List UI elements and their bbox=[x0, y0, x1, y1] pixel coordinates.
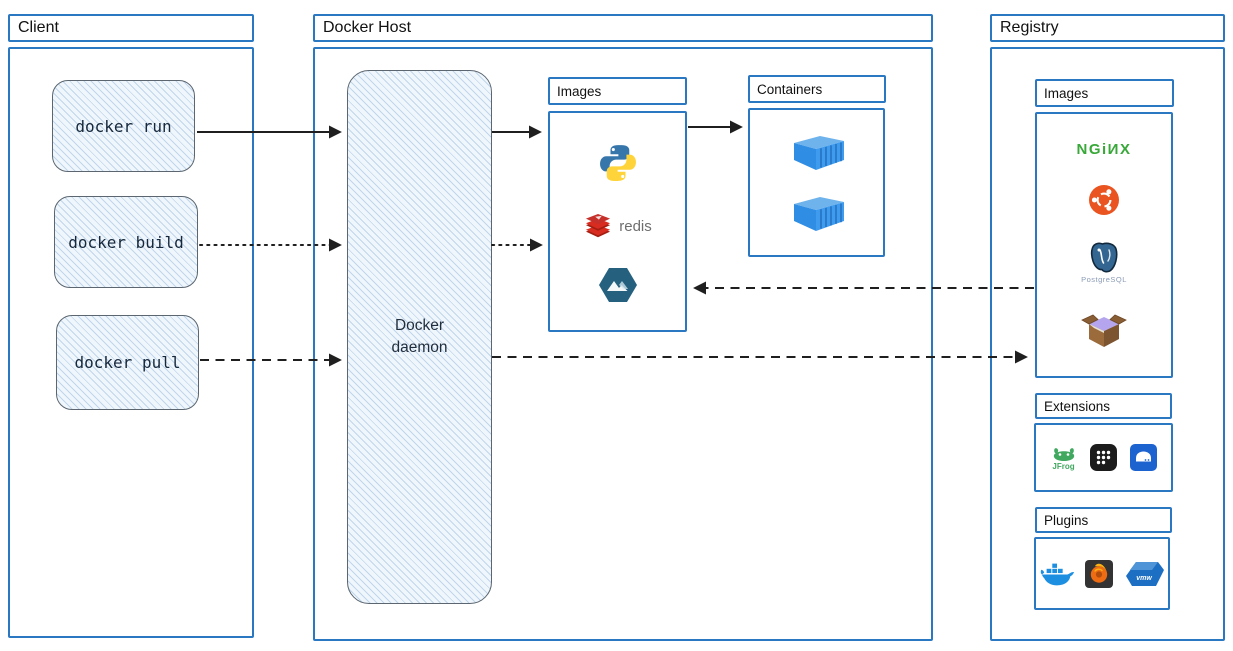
containers-title-label: Containers bbox=[757, 81, 823, 97]
registry-images-panel-title: Images bbox=[1035, 79, 1174, 107]
ubuntu-icon bbox=[1089, 184, 1119, 215]
busybox-icon bbox=[1081, 311, 1127, 349]
plugins-panel: vmw bbox=[1034, 537, 1170, 610]
host-images-panel: redis bbox=[548, 111, 687, 332]
registry-section-title: Registry bbox=[990, 14, 1225, 42]
plugins-title-label: Plugins bbox=[1044, 512, 1089, 528]
docker-daemon-label: Docker daemon bbox=[391, 317, 448, 356]
redis-row: redis bbox=[583, 213, 652, 240]
postgresql-icon bbox=[1087, 241, 1121, 275]
docker-run-label: docker run bbox=[75, 116, 172, 136]
redis-icon bbox=[583, 213, 613, 240]
redis-label: redis bbox=[619, 218, 652, 235]
container-icon bbox=[786, 193, 848, 233]
containers-panel bbox=[748, 108, 885, 257]
docker-build-label: docker build bbox=[68, 232, 184, 252]
client-title-label: Client bbox=[18, 19, 59, 36]
jfrog-icon bbox=[1051, 445, 1077, 463]
registry-title-label: Registry bbox=[1000, 19, 1059, 36]
extensions-title-label: Extensions bbox=[1044, 398, 1111, 414]
python-icon bbox=[596, 141, 640, 185]
drive-icon bbox=[1129, 444, 1157, 471]
docker-build-box: docker build bbox=[54, 196, 198, 288]
docker-pull-label: docker pull bbox=[74, 353, 181, 372]
client-section-title: Client bbox=[8, 14, 254, 42]
registry-images-title-label: Images bbox=[1044, 85, 1089, 101]
container-icon bbox=[786, 132, 848, 172]
host-images-title-label: Images bbox=[557, 83, 602, 99]
extensions-panel-title: Extensions bbox=[1035, 393, 1172, 419]
extensions-panel: JFrog bbox=[1034, 423, 1173, 492]
containers-panel-title: Containers bbox=[748, 75, 886, 103]
docker-whale-icon bbox=[1040, 561, 1074, 587]
jfrog-group: JFrog bbox=[1051, 445, 1077, 471]
registry-images-panel: NGiИX PostgreSQL bbox=[1035, 112, 1173, 378]
alpine-icon bbox=[598, 267, 637, 302]
vmware-label: vmw bbox=[1136, 575, 1152, 582]
jfrog-label: JFrog bbox=[1052, 461, 1075, 471]
grid-icon bbox=[1089, 444, 1117, 471]
postgresql-label: PostgreSQL bbox=[1081, 275, 1127, 285]
grafana-icon bbox=[1085, 559, 1113, 588]
host-images-panel-title: Images bbox=[548, 77, 687, 105]
postgresql-group: PostgreSQL bbox=[1081, 241, 1127, 284]
plugins-panel-title: Plugins bbox=[1035, 507, 1172, 533]
docker-host-title-label: Docker Host bbox=[323, 19, 412, 36]
docker-pull-box: docker pull bbox=[56, 315, 199, 410]
vmware-icon: vmw bbox=[1124, 558, 1164, 590]
docker-daemon-box: Docker daemon bbox=[347, 70, 492, 604]
docker-run-box: docker run bbox=[52, 80, 195, 172]
docker-host-section-title: Docker Host bbox=[313, 14, 933, 42]
nginx-icon: NGiИX bbox=[1076, 140, 1132, 158]
